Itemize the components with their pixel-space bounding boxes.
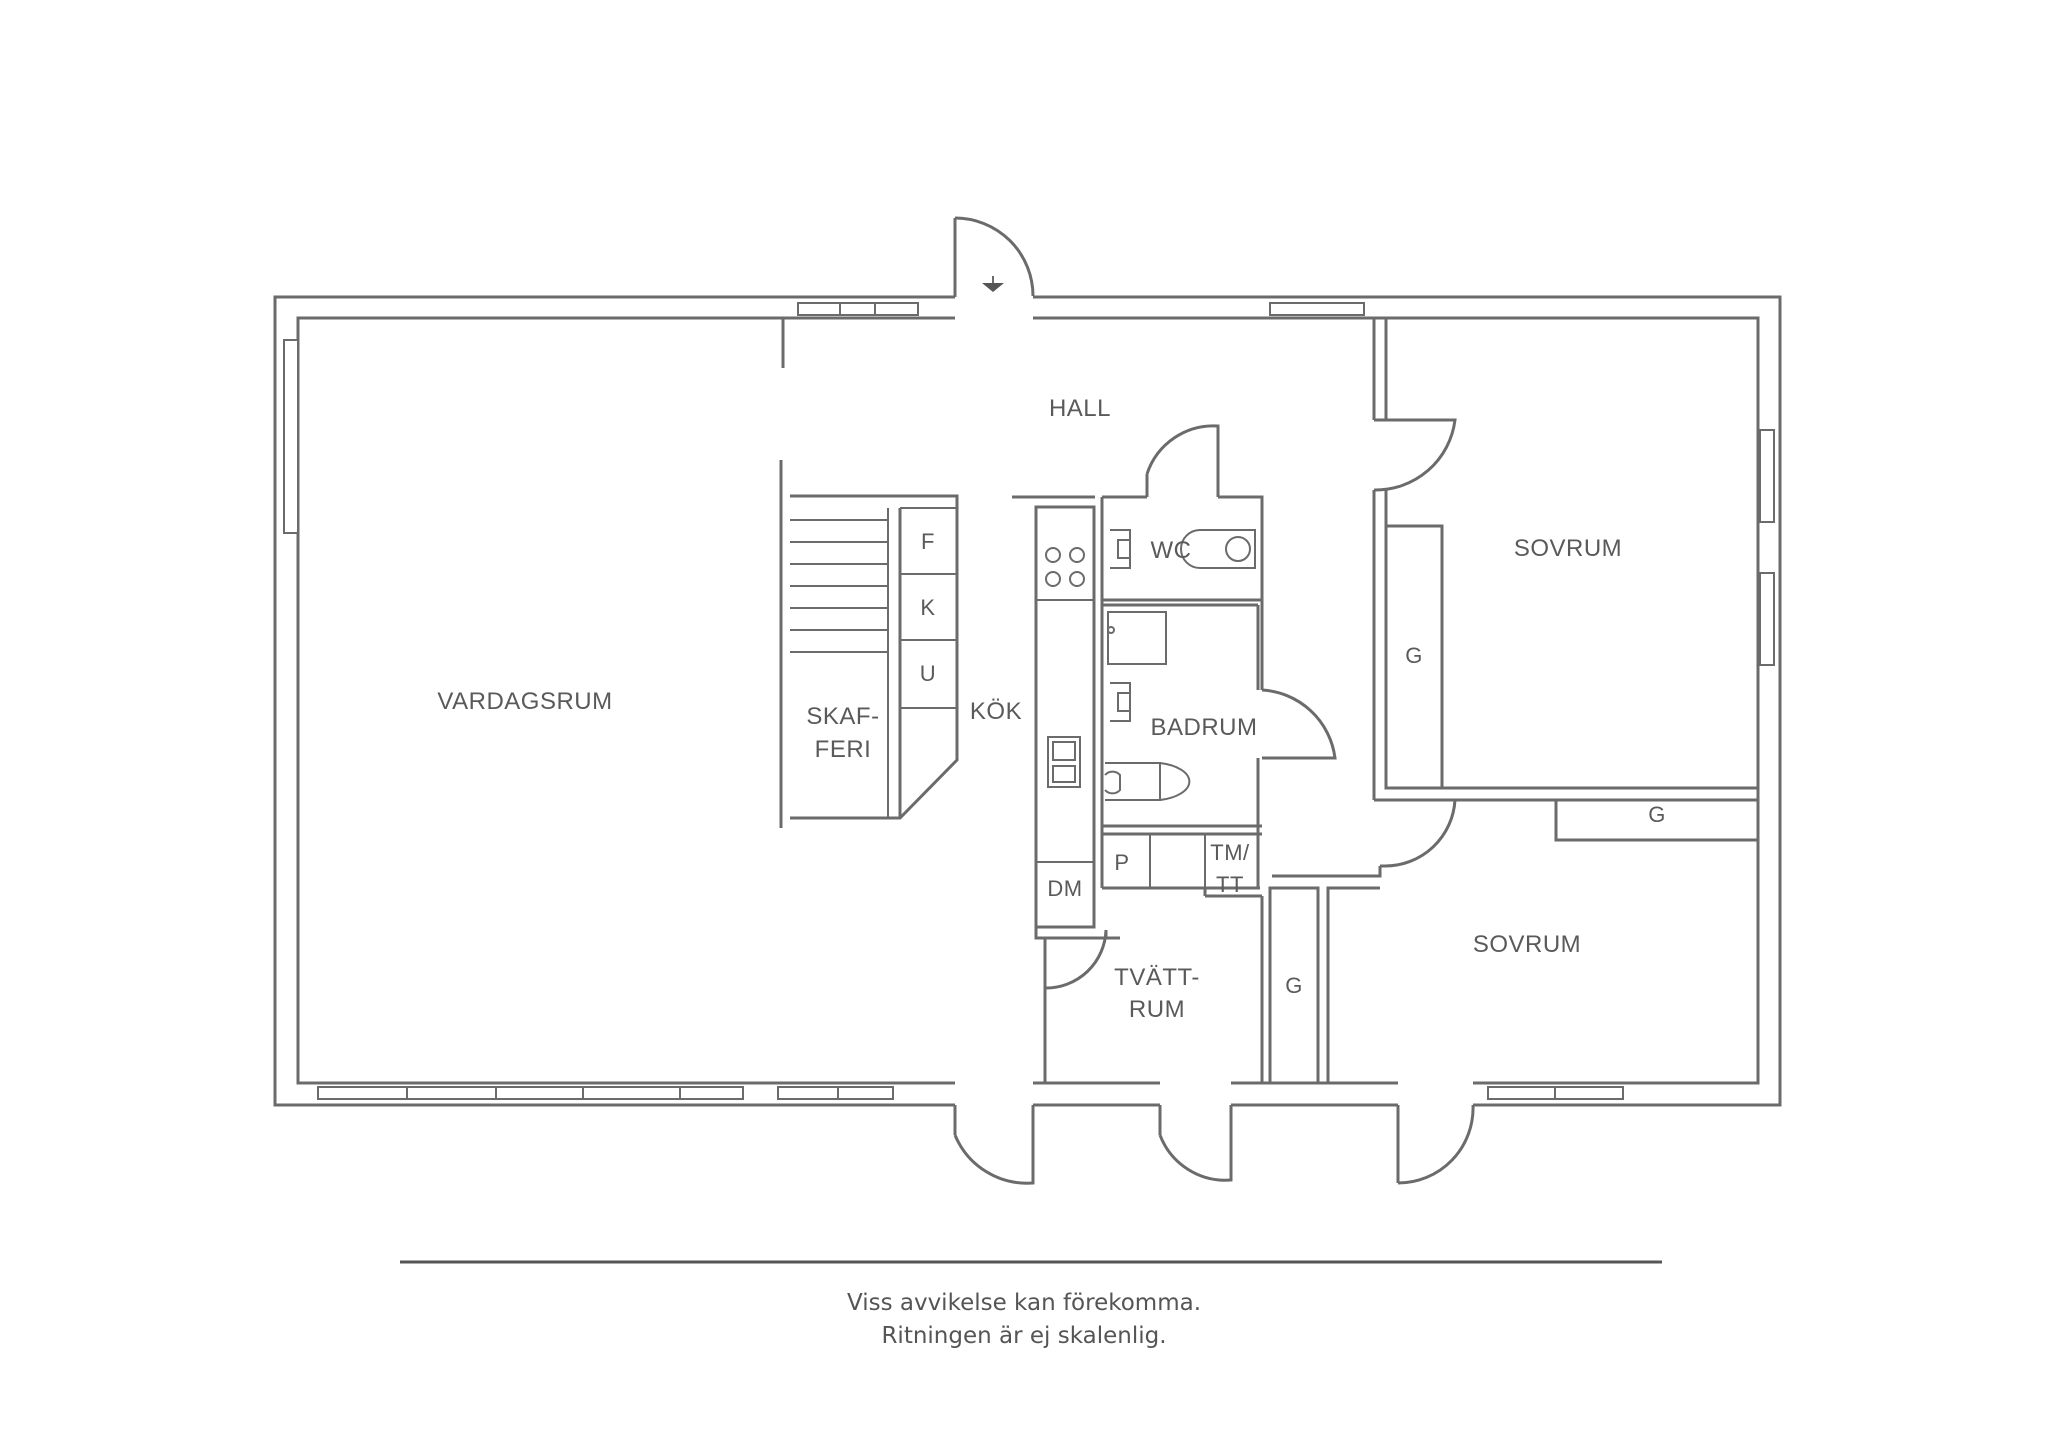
- room-label-tvattrum-2: RUM: [1129, 996, 1185, 1023]
- fixture-label-dm: DM: [1047, 876, 1082, 901]
- entrance-door: [953, 216, 1035, 297]
- room-label-tvattrum-1: TVÄTT-: [1114, 964, 1200, 991]
- fixture-label-g-corridor: G: [1285, 973, 1303, 998]
- disclaimer-line-1: Viss avvikelse kan förekomma.: [846, 1290, 1202, 1316]
- fixture-label-g-lower-right: G: [1648, 802, 1666, 827]
- room-label-kok: KÖK: [970, 698, 1022, 725]
- fixture-label-tmtt-1: TM/: [1210, 840, 1250, 865]
- room-label-wc: WC: [1151, 537, 1192, 564]
- room-label-skafferi-1: SKAF-: [806, 703, 879, 730]
- room-label-sovrum-lower: SOVRUM: [1473, 931, 1581, 958]
- disclaimer-line-2: Ritningen är ej skalenlig.: [881, 1323, 1167, 1349]
- fixture-label-f: F: [921, 529, 935, 554]
- fixture-label-g-upper: G: [1405, 643, 1423, 668]
- room-label-skafferi-2: FERI: [815, 736, 872, 763]
- room-label-vardagsrum: VARDAGSRUM: [437, 688, 612, 715]
- windows: [283, 302, 1775, 1100]
- fixture-label-p: P: [1114, 850, 1129, 875]
- fixture-label-u: U: [920, 661, 936, 686]
- interior-walls: [779, 318, 1760, 1082]
- fixture-label-k: K: [920, 595, 935, 620]
- fixture-label-tmtt-2: TT: [1216, 872, 1244, 897]
- room-label-hall: HALL: [1049, 395, 1111, 422]
- exterior-doors: [953, 1104, 1475, 1185]
- outer-walls: [273, 295, 1782, 1107]
- room-label-badrum: BADRUM: [1150, 714, 1257, 741]
- room-label-sovrum-upper: SOVRUM: [1514, 535, 1622, 562]
